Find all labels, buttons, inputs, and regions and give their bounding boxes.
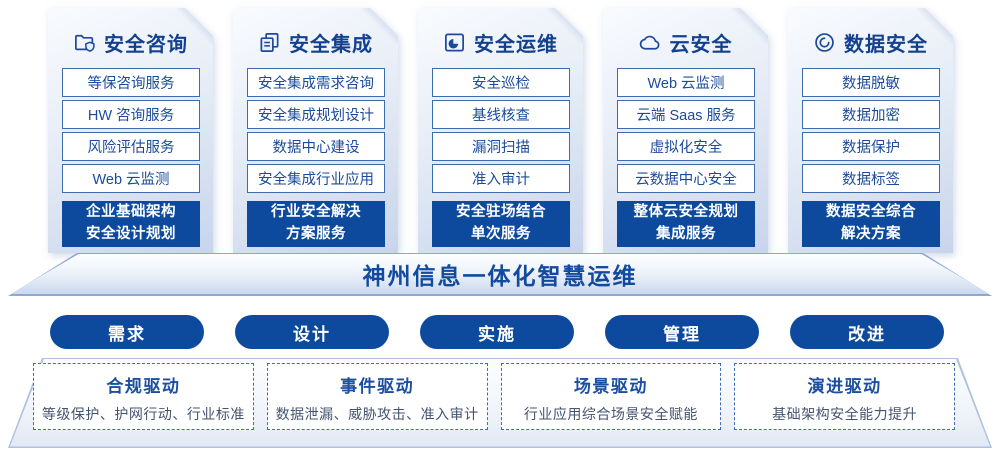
card-body: 安全运维 安全巡检 基线核查 漏洞扫描 准入审计 安全驻场结合 单次服务 <box>418 8 583 253</box>
service-item: HW 咨询服务 <box>62 100 200 129</box>
card-body: 安全咨询 等保咨询服务 HW 咨询服务 风险评估服务 Web 云监测 企业基础架… <box>48 8 213 253</box>
card-footer: 安全驻场结合 单次服务 <box>432 201 570 247</box>
platform-banner-surface: 神州信息一体化智慧运维 <box>10 254 990 294</box>
cloud-icon <box>639 31 662 54</box>
driver-title: 演进驱动 <box>807 377 882 396</box>
driver-title: 场景驱动 <box>573 377 648 396</box>
service-item: Web 云监测 <box>62 164 200 193</box>
card-footer: 数据安全综合 解决方案 <box>802 201 940 247</box>
service-item: 数据脱敏 <box>802 68 940 97</box>
service-item: Web 云监测 <box>617 68 755 97</box>
footer-line: 单次服务 <box>471 226 531 242</box>
card-data-security: 数据安全 数据脱敏 数据加密 数据保护 数据标签 数据安全综合 解决方案 <box>788 8 953 253</box>
card-title: 云安全 <box>669 33 733 56</box>
footer-line: 行业安全解决 <box>271 204 361 221</box>
driver-title: 合规驱动 <box>106 377 181 396</box>
card-body: 数据安全 数据脱敏 数据加密 数据保护 数据标签 数据安全综合 解决方案 <box>788 8 953 253</box>
card-footer: 行业安全解决 方案服务 <box>247 201 385 247</box>
process-step-management: 管理 <box>605 315 759 349</box>
card-title: 安全运维 <box>474 33 558 56</box>
driver-title: 事件驱动 <box>340 377 415 396</box>
folder-shield-icon <box>73 31 96 54</box>
operations-monitor-icon <box>443 31 466 54</box>
card-header: 云安全 <box>603 8 768 68</box>
driver-desc: 数据泄漏、威胁攻击、准入审计 <box>275 406 479 422</box>
service-item: 基线核查 <box>432 100 570 129</box>
process-step-requirement: 需求 <box>50 315 204 349</box>
driver-compliance: 合规驱动 等级保护、护网行动、行业标准 <box>33 363 254 430</box>
footer-line: 安全设计规划 <box>86 226 176 242</box>
card-security-consulting: 安全咨询 等保咨询服务 HW 咨询服务 风险评估服务 Web 云监测 企业基础架… <box>48 8 213 253</box>
process-step-design: 设计 <box>235 315 389 349</box>
service-item: 数据加密 <box>802 100 940 129</box>
service-item: 准入审计 <box>432 164 570 193</box>
service-item: 安全集成行业应用 <box>247 164 385 193</box>
service-item: 风险评估服务 <box>62 132 200 161</box>
footer-line: 整体云安全规划 <box>633 204 739 221</box>
driver-desc: 行业应用综合场景安全赋能 <box>523 406 698 422</box>
footer-line: 集成服务 <box>656 226 716 242</box>
card-title: 安全咨询 <box>104 33 188 56</box>
service-item: 数据保护 <box>802 132 940 161</box>
service-item: 云数据中心安全 <box>617 164 755 193</box>
card-header: 安全咨询 <box>48 8 213 68</box>
card-footer: 整体云安全规划 集成服务 <box>617 201 755 247</box>
driver-scenario: 场景驱动 行业应用综合场景安全赋能 <box>500 363 722 430</box>
card-security-integration: 安全集成 安全集成需求咨询 安全集成规划设计 数据中心建设 安全集成行业应用 行… <box>233 8 398 253</box>
card-title: 安全集成 <box>289 33 373 56</box>
card-header: 数据安全 <box>788 8 953 68</box>
footer-line: 方案服务 <box>286 226 346 242</box>
driver-boxes: 合规驱动 等级保护、护网行动、行业标准 事件驱动 数据泄漏、威胁攻击、准入审计 … <box>33 363 955 430</box>
platform-banner: 神州信息一体化智慧运维 <box>8 253 992 296</box>
service-item: 数据中心建设 <box>247 132 385 161</box>
footer-line: 安全驻场结合 <box>456 204 546 221</box>
service-item: 安全集成规划设计 <box>247 100 385 129</box>
service-item: 安全巡检 <box>432 68 570 97</box>
footer-line: 企业基础架构 <box>86 204 176 221</box>
copy-documents-icon <box>258 31 281 54</box>
card-security-operations: 安全运维 安全巡检 基线核查 漏洞扫描 准入审计 安全驻场结合 单次服务 <box>418 8 583 253</box>
service-item: 安全集成需求咨询 <box>247 68 385 97</box>
card-footer: 企业基础架构 安全设计规划 <box>62 201 200 247</box>
driver-evolution: 演进驱动 基础架构安全能力提升 <box>734 363 955 430</box>
service-item: 漏洞扫描 <box>432 132 570 161</box>
card-title: 数据安全 <box>844 33 928 56</box>
footer-line: 数据安全综合 <box>826 204 916 221</box>
driver-desc: 基础架构安全能力提升 <box>772 406 918 422</box>
service-item: 数据标签 <box>802 164 940 193</box>
card-header: 安全集成 <box>233 8 398 68</box>
platform-banner-title: 神州信息一体化智慧运维 <box>362 263 638 289</box>
data-spiral-icon <box>813 31 836 54</box>
process-step-implementation: 实施 <box>420 315 574 349</box>
card-body: 云安全 Web 云监测 云端 Saas 服务 虚拟化安全 云数据中心安全 整体云… <box>603 8 768 253</box>
card-header: 安全运维 <box>418 8 583 68</box>
service-item: 虚拟化安全 <box>617 132 755 161</box>
card-body: 安全集成 安全集成需求咨询 安全集成规划设计 数据中心建设 安全集成行业应用 行… <box>233 8 398 253</box>
process-step-improvement: 改进 <box>790 315 944 349</box>
driver-incident: 事件驱动 数据泄漏、威胁攻击、准入审计 <box>266 363 488 430</box>
card-cloud-security: 云安全 Web 云监测 云端 Saas 服务 虚拟化安全 云数据中心安全 整体云… <box>603 8 768 253</box>
service-item: 等保咨询服务 <box>62 68 200 97</box>
service-item: 云端 Saas 服务 <box>617 100 755 129</box>
footer-line: 解决方案 <box>841 226 901 242</box>
driver-desc: 等级保护、护网行动、行业标准 <box>41 406 245 422</box>
